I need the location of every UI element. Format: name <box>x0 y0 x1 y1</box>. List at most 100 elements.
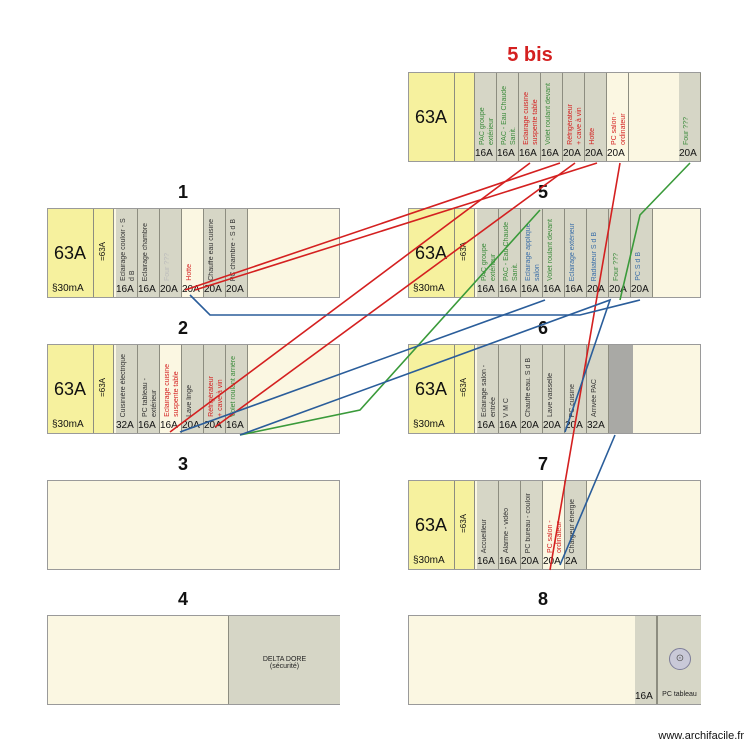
panel-3 <box>47 480 340 570</box>
breaker-label: Cuisinière électrique <box>120 353 127 417</box>
main-amp: 63A <box>415 515 448 535</box>
breaker-amp: 32A <box>587 420 605 431</box>
breaker-label: Arrivée PAC <box>591 379 598 417</box>
breaker-label: PC bureau - couloir <box>525 492 532 553</box>
diff-breaker: =63A <box>94 345 114 433</box>
breaker-amp: 20A <box>521 556 539 567</box>
breaker-label: PAC groupe extérieur <box>479 107 495 145</box>
main-sensitivity: §30mA <box>52 419 84 430</box>
breaker: PC bureau - couloir 20A <box>521 481 543 569</box>
delta-dore-label: DELTA DORE (sécurité) <box>262 656 307 670</box>
main-sensitivity: §30mA <box>413 555 445 566</box>
main-sensitivity: §30mA <box>413 419 445 430</box>
breaker-amp: 20A <box>521 420 539 431</box>
main-amp: 63A <box>415 379 448 399</box>
diff-label: =63A <box>98 378 107 397</box>
breaker-label: Eclairage applique salon <box>525 223 541 281</box>
breaker-amp: 16A <box>138 420 156 431</box>
breaker-amp: 20A <box>587 284 605 295</box>
diff-breaker: =63A <box>455 481 475 569</box>
main-amp: 63A <box>54 379 87 399</box>
breaker-label: Volet roulant arrière <box>230 355 237 417</box>
main-amp: 63A <box>415 107 448 127</box>
breaker-amp: 16A <box>116 284 134 295</box>
main-breaker: 63A §30mA <box>409 481 455 569</box>
breaker-amp: 20A <box>543 556 561 567</box>
blank-slot <box>609 345 633 433</box>
diff-breaker: =63A <box>94 209 114 297</box>
breaker-label: Hotte <box>589 128 596 145</box>
panel-number-6: 6 <box>537 318 548 338</box>
breaker-amp: 2A <box>565 556 578 567</box>
breaker-label: PC salon - ordinateur <box>547 520 563 553</box>
breaker-label: Chauffe eau. S d B <box>525 357 532 417</box>
breaker: PC salon - ordinateur 20A <box>543 481 565 569</box>
breaker-label: Eclairage chambre <box>142 222 149 281</box>
breaker-amp: 20A <box>631 284 649 295</box>
panel-number-3: 3 <box>177 454 188 474</box>
breaker-amp: 16A <box>475 148 493 159</box>
delta-dore-module: DELTA DORE (sécurité) <box>228 616 340 704</box>
panel-number-5bis: 5 bis <box>507 44 553 66</box>
breaker-amp: 16A <box>541 148 559 159</box>
breaker-label: Four ??? <box>613 252 620 281</box>
panel-5bis: 63A PAC groupe extérieur 16A PAC - Eau Ch… <box>408 72 701 162</box>
panel-number-2: 2 <box>177 318 188 338</box>
panel-4: DELTA DORE (sécurité) <box>47 615 340 705</box>
panel-number-1: 1 <box>177 182 188 202</box>
breaker-amp: 16A <box>499 284 517 295</box>
breaker-amp: 20A <box>563 148 581 159</box>
main-amp: 63A <box>415 243 448 263</box>
breaker: PAC - Eau Chaude Sanit.16A <box>497 73 519 161</box>
diff-label: =63A <box>459 378 468 397</box>
plug-icon: ⊙ <box>669 648 691 670</box>
pc-tableau-label: PC tableau <box>662 691 697 698</box>
breaker: PAC groupe extérieur 16A <box>477 209 499 297</box>
breaker-amp: 20A <box>679 148 697 159</box>
breaker: Chauffe eau. S d B 20A <box>521 345 543 433</box>
main-breaker: 63A §30mA <box>48 209 94 297</box>
breaker-amp: 16A <box>499 420 517 431</box>
breaker-label: Volet roulant devant <box>547 219 554 281</box>
breaker: PAC groupe extérieur 16A <box>475 73 497 161</box>
panel-1: 63A §30mA =63A Eclairage couloir - S d B… <box>47 208 340 298</box>
breaker-label: Eclairage couloir - S d B <box>120 218 136 281</box>
breaker-label: Lave vaisselle <box>547 373 554 417</box>
breaker-amp: 20A <box>565 420 583 431</box>
breaker-label: PC chambre - S d B <box>230 218 237 281</box>
pc-tableau-module: ⊙ PC tableau <box>657 616 701 704</box>
breaker-amp: 16A <box>226 420 244 431</box>
breaker-label: PAC groupe extérieur <box>481 243 497 281</box>
breaker-amp: 16A <box>565 284 583 295</box>
wire-blue-1 <box>189 294 641 316</box>
main-sensitivity: §30mA <box>413 283 445 294</box>
breaker-amp: 20A <box>182 284 200 295</box>
breaker-label: PC S d B <box>635 252 642 281</box>
diff-label: =63A <box>98 242 107 261</box>
breaker-amp: 20A <box>585 148 603 159</box>
diff-label: =63A <box>459 514 468 533</box>
breaker-amp: 16A <box>477 284 495 295</box>
breaker-amp: 20A <box>182 420 200 431</box>
site-credit[interactable]: www.archifacile.fr <box>658 730 744 742</box>
breaker-label: PC salon - ordinateur <box>611 112 627 145</box>
breaker-label: PC tableau - extérieur <box>142 378 158 417</box>
main-breaker: 63A <box>409 73 455 161</box>
main-amp: 63A <box>54 243 87 263</box>
breaker-label: PAC - Eau Chaude Sanit. <box>501 85 517 145</box>
breaker-amp: 20A <box>204 420 222 431</box>
